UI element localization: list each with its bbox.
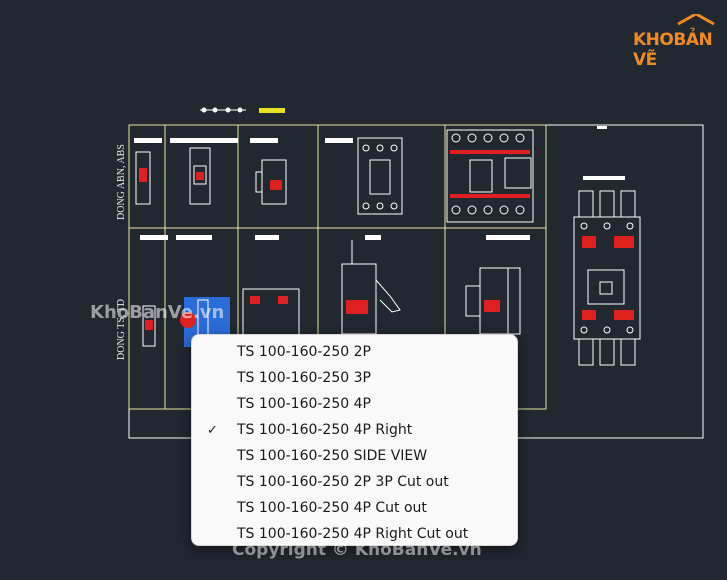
mccb-side-drawing — [255, 159, 287, 205]
ts-4p-right-drawing — [465, 267, 521, 335]
menu-item-ts-3p[interactable]: TS 100-160-250 3P — [196, 365, 513, 391]
menu-item-label: TS 100-160-250 4P Right Cut out — [237, 526, 469, 542]
ts-front-drawing — [242, 288, 300, 336]
menu-item-ts-2p[interactable]: TS 100-160-250 2P — [196, 339, 513, 365]
watermark-copyright: Copyright © KhoBanVe.vn — [232, 540, 482, 560]
check-icon: ✓ — [207, 422, 218, 438]
block-visibility-context-menu[interactable]: TS 100-160-250 2P TS 100-160-250 3P TS 1… — [191, 334, 518, 546]
row-label-abn-abs: DONG ABN, ABS — [116, 144, 127, 220]
mccb-front-drawing — [357, 137, 403, 215]
watermark-middle: KhoBanVe.vn — [90, 302, 225, 323]
menu-item-label: TS 100-160-250 4P Right — [237, 422, 413, 438]
large-mccb-drawing — [573, 190, 641, 366]
menu-item-label: TS 100-160-250 2P 3P Cut out — [237, 474, 449, 490]
menu-item-ts-2p-3p-cut-out[interactable]: TS 100-160-250 2P 3P Cut out — [196, 469, 513, 495]
mccb-4p-drawing — [446, 129, 534, 223]
mcb-1p-drawing — [135, 151, 151, 205]
menu-item-label: TS 100-160-250 4P Cut out — [237, 500, 427, 516]
logo-text-accent: BẢN VẼ — [633, 30, 713, 70]
logo-text-main: KHO — [633, 30, 674, 50]
ts-side-view-drawing — [341, 240, 401, 335]
menu-item-label: TS 100-160-250 3P — [237, 370, 371, 386]
menu-item-label: TS 100-160-250 4P — [237, 396, 371, 412]
khobanve-logo — [677, 14, 715, 26]
menu-item-ts-4p[interactable]: TS 100-160-250 4P — [196, 391, 513, 417]
menu-item-ts-4p-cut-out[interactable]: TS 100-160-250 4P Cut out — [196, 495, 513, 521]
menu-item-label: TS 100-160-250 SIDE VIEW — [237, 448, 428, 464]
logo-text: KHOBẢN VẼ — [633, 30, 727, 70]
menu-item-ts-4p-right-cut-out[interactable]: TS 100-160-250 4P Right Cut out — [196, 521, 513, 547]
menu-item-label: TS 100-160-250 2P — [237, 344, 371, 360]
mcb-2p-drawing — [189, 147, 211, 205]
menu-item-ts-side-view[interactable]: TS 100-160-250 SIDE VIEW — [196, 443, 513, 469]
rcbo-drawing — [142, 305, 156, 347]
menu-item-ts-4p-right[interactable]: ✓ TS 100-160-250 4P Right — [196, 417, 513, 443]
busbar-symbol — [200, 107, 246, 113]
terminal-block-symbol — [259, 108, 285, 113]
